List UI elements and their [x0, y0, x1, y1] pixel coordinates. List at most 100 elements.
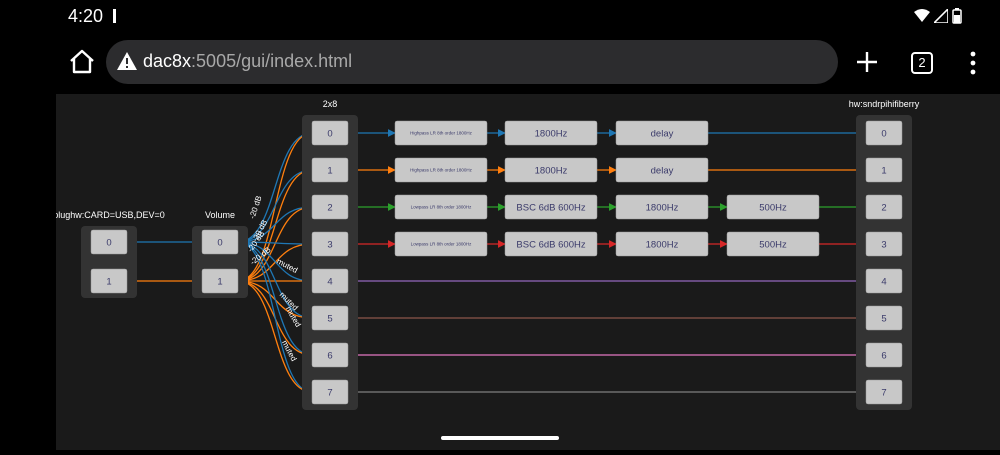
- status-bar: 4:20: [0, 0, 1000, 32]
- url-path: :5005/gui/index.html: [191, 51, 353, 71]
- filter-ch1-2-label: delay: [651, 165, 674, 176]
- filter-ch0-1[interactable]: 1800Hz: [504, 120, 598, 146]
- filter-ch3-0-label: Lowpass LR 8th order 1800Hz: [411, 242, 473, 247]
- volume-channel-1-label: 1: [217, 276, 222, 287]
- filter-ch3-2-label: 1800Hz: [646, 239, 679, 250]
- output-channel-4[interactable]: 4: [865, 268, 903, 294]
- output-channel-3-label: 3: [881, 239, 886, 250]
- output-channel-5[interactable]: 5: [865, 305, 903, 331]
- new-tab-icon[interactable]: [854, 49, 880, 75]
- filter-ch3-3-label: 500Hz: [759, 239, 787, 250]
- link-volume1-mixer2: [237, 203, 313, 282]
- mixer-channel-0[interactable]: 0: [311, 120, 349, 146]
- link-volume0-mixer5: [237, 241, 313, 322]
- output-channel-1-label: 1: [881, 165, 886, 176]
- status-icons: [914, 8, 962, 24]
- mixer-channel-4[interactable]: 4: [311, 268, 349, 294]
- mix-label-0: -20 dB: [248, 195, 264, 220]
- mixer-channel-7[interactable]: 7: [311, 379, 349, 405]
- mixer-channel-3-label: 3: [327, 239, 332, 250]
- url-text[interactable]: dac8x:5005/gui/index.html: [143, 51, 352, 72]
- notification-icon: [113, 9, 116, 23]
- output-channel-3[interactable]: 3: [865, 231, 903, 257]
- filter-ch1-1-label: 1800Hz: [535, 165, 568, 176]
- filter-ch0-2-label: delay: [651, 128, 674, 139]
- mixer-title: 2x8: [323, 99, 338, 109]
- filter-ch3-2[interactable]: 1800Hz: [615, 231, 709, 257]
- output-device-title: hw:sndrpihifiberry: [849, 99, 920, 109]
- filter-ch2-1[interactable]: BSC 6dB 600Hz: [504, 194, 598, 220]
- tab-switcher-button[interactable]: 2: [911, 52, 933, 74]
- link-volume1-mixer1: [237, 166, 313, 282]
- filter-ch2-2[interactable]: 1800Hz: [615, 194, 709, 220]
- link-volume0-mixer4: [237, 241, 313, 285]
- output-channel-6[interactable]: 6: [865, 342, 903, 368]
- filter-ch2-3-label: 500Hz: [759, 202, 787, 213]
- mixer-channel-5-label: 5: [327, 313, 332, 324]
- mixer-channel-2-label: 2: [327, 202, 332, 213]
- filter-ch0-0[interactable]: Highpass LR 8th order 1800Hz: [394, 120, 488, 146]
- output-channel-4-label: 4: [881, 276, 886, 287]
- output-channel-0[interactable]: 0: [865, 120, 903, 146]
- filter-ch2-2-label: 1800Hz: [646, 202, 679, 213]
- filter-ch3-3[interactable]: 500Hz: [726, 231, 820, 257]
- browser-toolbar: dac8x:5005/gui/index.html 2: [0, 32, 1000, 94]
- volume-channel-1[interactable]: 1: [201, 268, 239, 294]
- filter-ch2-3[interactable]: 500Hz: [726, 194, 820, 220]
- mixer-channel-6[interactable]: 6: [311, 342, 349, 368]
- filter-ch3-1[interactable]: BSC 6dB 600Hz: [504, 231, 598, 257]
- volume-channel-0[interactable]: 0: [201, 229, 239, 255]
- filter-ch3-0[interactable]: Lowpass LR 8th order 1800Hz: [394, 231, 488, 257]
- link-volume0-mixer6: [237, 241, 313, 359]
- mixer-channel-1[interactable]: 1: [311, 157, 349, 183]
- mixer-group-frame: [302, 115, 358, 410]
- output-channel-2-label: 2: [881, 202, 886, 213]
- links-layer: [127, 129, 867, 396]
- input-device-title: plughw:CARD=USB,DEV=0: [56, 210, 165, 220]
- home-icon[interactable]: [68, 48, 96, 76]
- url-host: dac8x: [143, 51, 192, 71]
- filter-ch0-2[interactable]: delay: [615, 120, 709, 146]
- wifi-icon: [914, 9, 930, 22]
- filter-ch1-0[interactable]: Highpass LR 8th order 1800Hz: [394, 157, 488, 183]
- mixer-channel-0-label: 0: [327, 128, 332, 139]
- output-channel-6-label: 6: [881, 350, 886, 361]
- mixer-channel-2[interactable]: 2: [311, 194, 349, 220]
- filter-ch1-2[interactable]: delay: [615, 157, 709, 183]
- filter-ch2-0-label: Lowpass LR 8th order 1800Hz: [411, 205, 473, 210]
- filter-ch2-0[interactable]: Lowpass LR 8th order 1800Hz: [394, 194, 488, 220]
- link-volume0-mixer1: [237, 166, 313, 243]
- output-channel-2[interactable]: 2: [865, 194, 903, 220]
- filter-ch0-1-label: 1800Hz: [535, 128, 568, 139]
- mixer-channel-7-label: 7: [327, 387, 332, 398]
- input-channel-1-label: 1: [106, 276, 111, 287]
- filter-ch1-1[interactable]: 1800Hz: [504, 157, 598, 183]
- volume-title: Volume: [205, 210, 235, 220]
- mixer-channel-5[interactable]: 5: [311, 305, 349, 331]
- link-volume0-mixer3: [237, 240, 313, 248]
- mixer-channel-1-label: 1: [327, 165, 332, 176]
- input-channel-1[interactable]: 1: [90, 268, 128, 294]
- link-volume0-mixer7: [237, 241, 313, 396]
- output-channel-5-label: 5: [881, 313, 886, 324]
- more-menu-icon[interactable]: [966, 50, 980, 76]
- frames-layer: [81, 115, 912, 410]
- output-group-frame: [856, 115, 912, 410]
- output-channel-7[interactable]: 7: [865, 379, 903, 405]
- mixer-channel-3[interactable]: 3: [311, 231, 349, 257]
- input-channel-0[interactable]: 0: [90, 229, 128, 255]
- labels-layer: plughw:CARD=USB,DEV=0 Volume 2x8 hw:sndrpih…: [53, 99, 920, 363]
- link-volume0-mixer0: [237, 129, 313, 243]
- address-bar[interactable]: dac8x:5005/gui/index.html: [106, 40, 838, 84]
- filter-ch0-0-label: Highpass LR 8th order 1800Hz: [410, 131, 473, 136]
- warning-icon[interactable]: [116, 51, 138, 71]
- filter-ch1-0-label: Highpass LR 8th order 1800Hz: [410, 168, 473, 173]
- mixer-channel-4-label: 4: [327, 276, 332, 287]
- input-channel-0-label: 0: [106, 237, 111, 248]
- gesture-handle: [441, 436, 559, 440]
- mixer-channel-6-label: 6: [327, 350, 332, 361]
- output-channel-1[interactable]: 1: [865, 157, 903, 183]
- mix-label-4: muted: [275, 257, 299, 275]
